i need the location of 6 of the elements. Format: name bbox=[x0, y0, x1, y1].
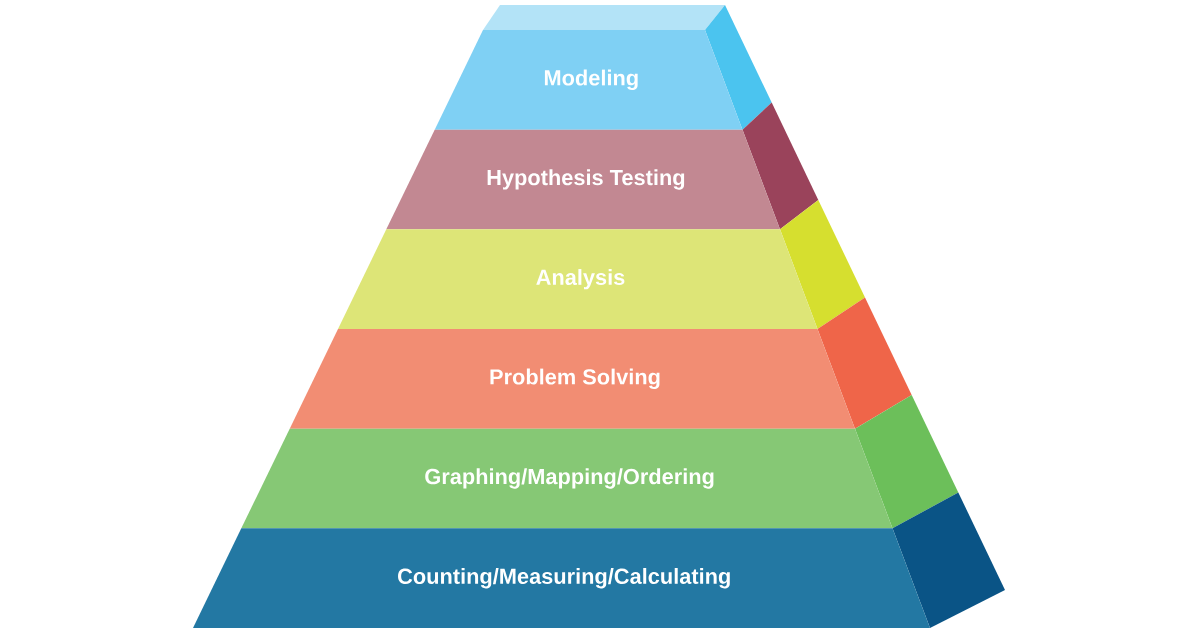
pyramid-band: Graphing/Mapping/Ordering bbox=[241, 395, 959, 529]
pyramid-band: Counting/Measuring/Calculating bbox=[193, 492, 1005, 628]
pyramid-band: Analysis bbox=[338, 200, 865, 329]
pyramid-band: Modeling bbox=[434, 5, 772, 130]
pyramid-band: Problem Solving bbox=[289, 297, 912, 429]
pyramid-band: Hypothesis Testing bbox=[386, 102, 819, 230]
